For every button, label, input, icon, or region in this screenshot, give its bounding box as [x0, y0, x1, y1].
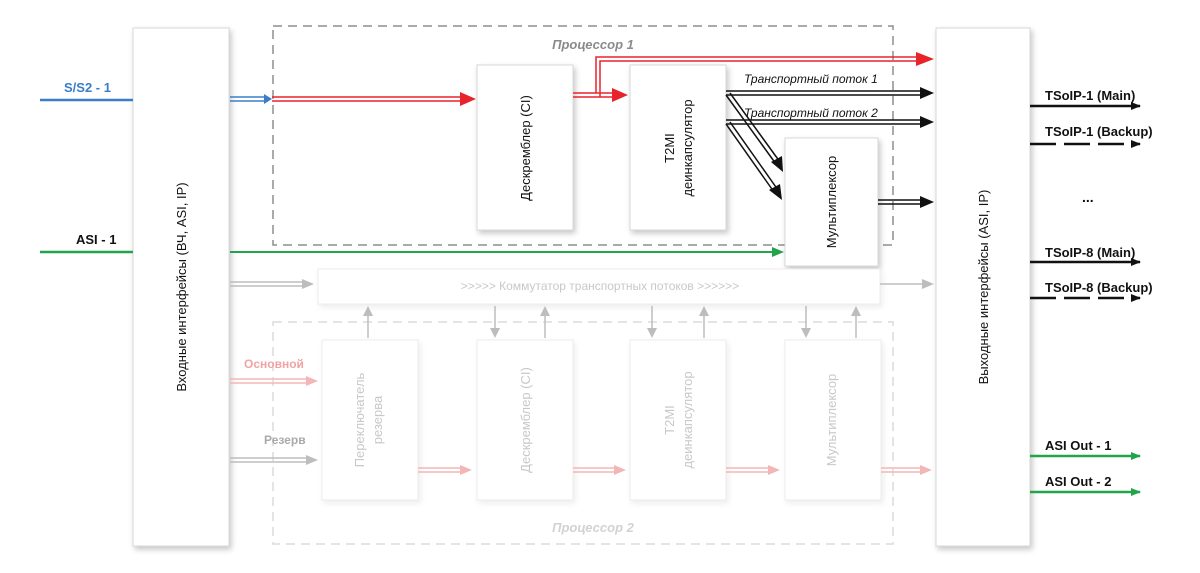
outputs-ellipsis: ... — [1082, 189, 1094, 205]
output-interfaces-label: Выходные интерфейсы (ASI, IP) — [976, 190, 991, 385]
transport-stream1-label: Транспортный поток 1 — [744, 72, 878, 86]
multiplexer2-block — [784, 339, 882, 501]
transport-stream2-label: Транспортный поток 2 — [744, 106, 878, 120]
main-input-label: Основной — [244, 357, 304, 371]
transport-stream-switch-label: >>>>> Коммутатор транспортных потоков >>… — [461, 279, 739, 293]
reserve-switch-label-line1: Переключатель — [352, 372, 367, 467]
t2mi2-label-line1: T2MI — [662, 405, 677, 435]
reserve-input-label: Резерв — [264, 433, 306, 447]
s2-input-label: S/S2 - 1 — [64, 80, 111, 95]
t2mi-label-line1: T2MI — [662, 133, 677, 163]
asi-input-label: ASI - 1 — [76, 232, 116, 247]
t2mi2-label-line2: деинкапсулятор — [680, 371, 695, 468]
tsoip1-main-label: TSoIP-1 (Main) — [1045, 88, 1135, 103]
reserve-switch-label-line2: резерва — [370, 395, 385, 444]
asi-to-multiplexer-arrow — [230, 247, 784, 257]
tsoip8-main-label: TSoIP-8 (Main) — [1045, 245, 1135, 260]
reserve-input-arrow — [230, 455, 318, 465]
multiplexer2-label: Мультиплексор — [824, 374, 839, 467]
transport-stream1-arrow — [726, 87, 934, 99]
main-input-arrow — [230, 376, 318, 386]
t2mi-deencapsulator-block — [629, 64, 727, 231]
t2mi2-block — [629, 339, 727, 501]
descrambler2-block — [476, 339, 574, 501]
reserve-switch-block — [321, 339, 419, 501]
t2mi-label-line2: деинкапсулятор — [680, 99, 695, 196]
switch-to-output-arrow — [880, 279, 934, 289]
processor2-title: Процессор 2 — [552, 520, 634, 535]
descrambler-label: Дескремблер (CI) — [518, 95, 533, 201]
streams-to-multiplexer-arrows — [725, 92, 783, 200]
multiplexer-output-arrow — [878, 196, 934, 208]
s2-internal-arrow — [230, 94, 272, 104]
input-interfaces-block — [132, 27, 230, 547]
transport-stream-switch — [317, 268, 881, 305]
asi-out2-label: ASI Out - 2 — [1045, 474, 1111, 489]
descrambler2-label: Дескремблер (CI) — [518, 367, 533, 473]
processor2-chain-arrows — [418, 465, 932, 475]
asi-out1-label: ASI Out - 1 — [1045, 438, 1111, 453]
red-path-to-descrambler — [272, 92, 476, 106]
red-bypass-to-output — [595, 52, 934, 97]
descrambler-block — [476, 64, 574, 231]
processor1-frame — [272, 25, 894, 246]
input-interfaces-label: Входные интерфейсы (ВЧ, ASI, IP) — [174, 182, 189, 391]
transport-stream2-arrow — [726, 116, 934, 128]
red-path-descrambler-to-t2mi — [573, 88, 628, 102]
processor1-title: Процессор 1 — [552, 37, 634, 52]
multiplexer-label: Мультиплексор — [824, 156, 839, 249]
tsoip8-backup-label: TSoIP-8 (Backup) — [1045, 280, 1153, 295]
tsoip1-backup-label: TSoIP-1 (Backup) — [1045, 124, 1153, 139]
multiplexer-block — [784, 137, 879, 267]
output-interfaces-block — [935, 27, 1031, 547]
input-to-switch-arrow — [230, 279, 314, 289]
switch-processor2-links — [363, 306, 861, 338]
